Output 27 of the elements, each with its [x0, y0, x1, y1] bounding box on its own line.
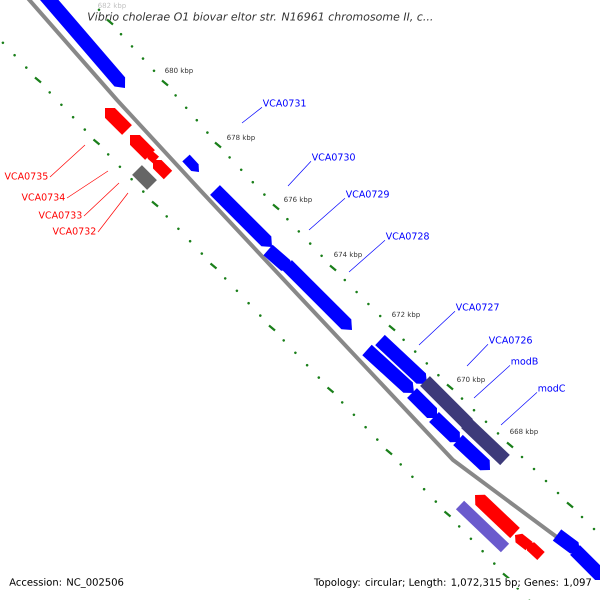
gene-label: VCA0729 [346, 190, 389, 198]
leader-line [66, 170, 108, 198]
gene-label: VCA0728 [386, 232, 429, 240]
gene-label: VCA0734 [22, 193, 65, 201]
leader-line [98, 192, 128, 232]
leader-line [242, 106, 262, 124]
leader-line [466, 344, 488, 366]
leader-line [500, 392, 538, 426]
leader-line [474, 365, 510, 398]
gene-label: modB [512, 357, 538, 365]
gene-label: VCA0730 [312, 153, 355, 161]
gene-label: VCA0732 [52, 227, 96, 235]
leader-line [418, 310, 456, 346]
leader-line [288, 160, 312, 186]
footer-text: Accession: NC_002506 [9, 578, 124, 588]
gene-label: VCA0726 [488, 336, 532, 344]
gene-label: VCA0731 [262, 99, 306, 107]
leader-line [308, 198, 346, 230]
gene-label: VCA0735 [4, 172, 48, 180]
gene-label: VCA0727 [456, 303, 499, 311]
title: Vibrio cholerae O1 biovar eltor str. N16961 chromosome II, c... [88, 12, 432, 22]
leader-line [84, 182, 120, 216]
gene-label: VCA0733 [38, 211, 82, 219]
leader-line [348, 240, 386, 272]
gene-label: modC [538, 384, 565, 392]
leader-line [50, 144, 86, 178]
footer-text: Topology: circular; Length: 1,072,315 bp; Genes: 1,097 [314, 578, 592, 588]
